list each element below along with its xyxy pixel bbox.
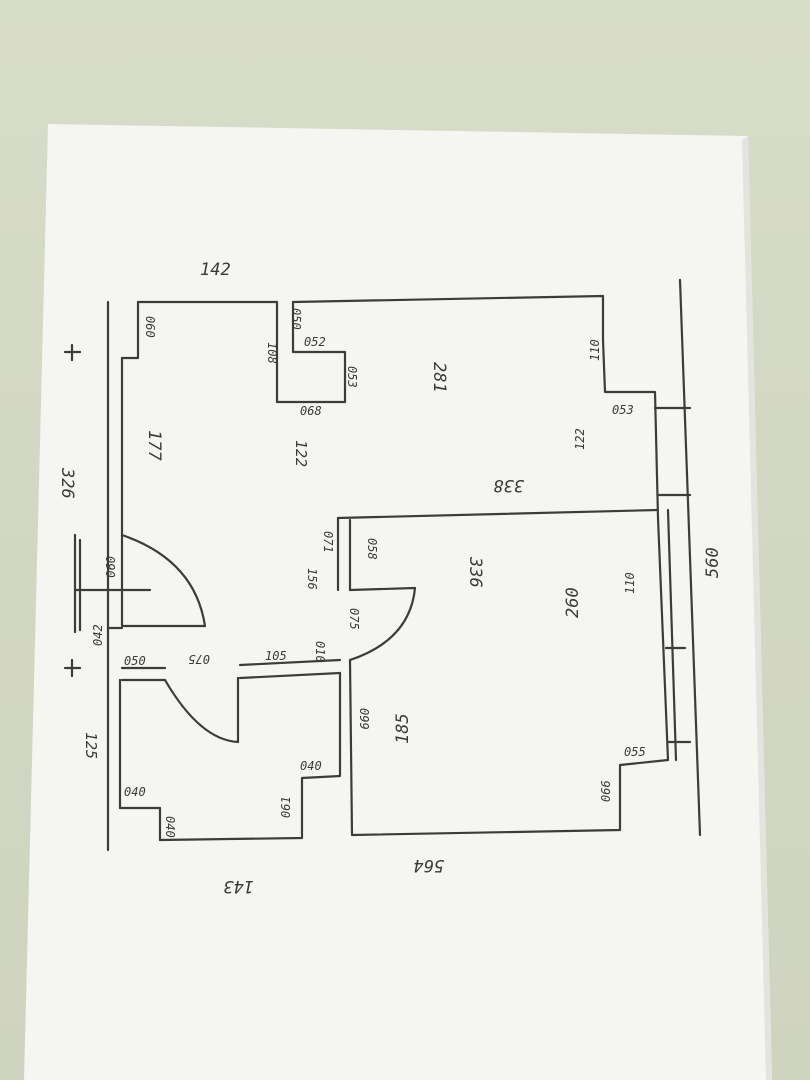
dim-bottom-left-width: 143 — [223, 876, 254, 896]
dim-left-height: 326 — [57, 467, 77, 499]
paper-shadow — [742, 136, 772, 1080]
room-bottom-right: 336 — [465, 556, 485, 588]
dim-122-b: 122 — [573, 428, 587, 450]
dim-075-b: 075 — [347, 608, 361, 630]
dim-338: 338 — [493, 475, 525, 495]
dim-108: 108 — [265, 342, 279, 364]
paper-sheet — [24, 124, 772, 1080]
dim-040-a: 040 — [124, 785, 146, 799]
dim-185: 185 — [393, 713, 413, 744]
dim-260: 260 — [563, 587, 583, 618]
dim-053-a: 053 — [345, 366, 359, 388]
dim-058: 058 — [365, 538, 379, 560]
dim-105: 105 — [265, 649, 287, 663]
dim-052: 052 — [304, 335, 326, 349]
dim-050-b: 050 — [124, 654, 146, 668]
dim-050-top: 050 — [289, 308, 303, 330]
dim-042: 042 — [91, 624, 105, 646]
room-top-right: 281 — [429, 362, 449, 393]
dim-110-a: 110 — [588, 339, 602, 361]
dim-bottom-width: 564 — [413, 855, 444, 875]
dim-055: 055 — [624, 745, 646, 759]
dim-090: 090 — [103, 556, 117, 578]
dim-060: 060 — [143, 316, 157, 338]
dim-066: 066 — [599, 780, 613, 802]
walls — [63, 278, 702, 852]
dim-071: 071 — [321, 531, 335, 553]
dim-110-b: 110 — [623, 572, 637, 594]
room-top-left: 177 — [144, 430, 164, 461]
dim-122: 122 — [292, 440, 310, 467]
dim-top-width: 142 — [200, 260, 231, 280]
dim-125: 125 — [82, 732, 100, 759]
dim-right-height: 560 — [703, 547, 723, 578]
dim-061: 061 — [279, 796, 293, 818]
dim-156: 156 — [305, 568, 319, 590]
dim-068: 068 — [300, 404, 322, 418]
dim-040-c: 040 — [300, 759, 322, 773]
dim-010: 010 — [313, 641, 327, 663]
dim-053-b: 053 — [612, 403, 634, 417]
dim-075-a: 075 — [188, 652, 210, 666]
dim-040-b: 040 — [163, 816, 177, 838]
dim-099: 099 — [357, 708, 371, 730]
